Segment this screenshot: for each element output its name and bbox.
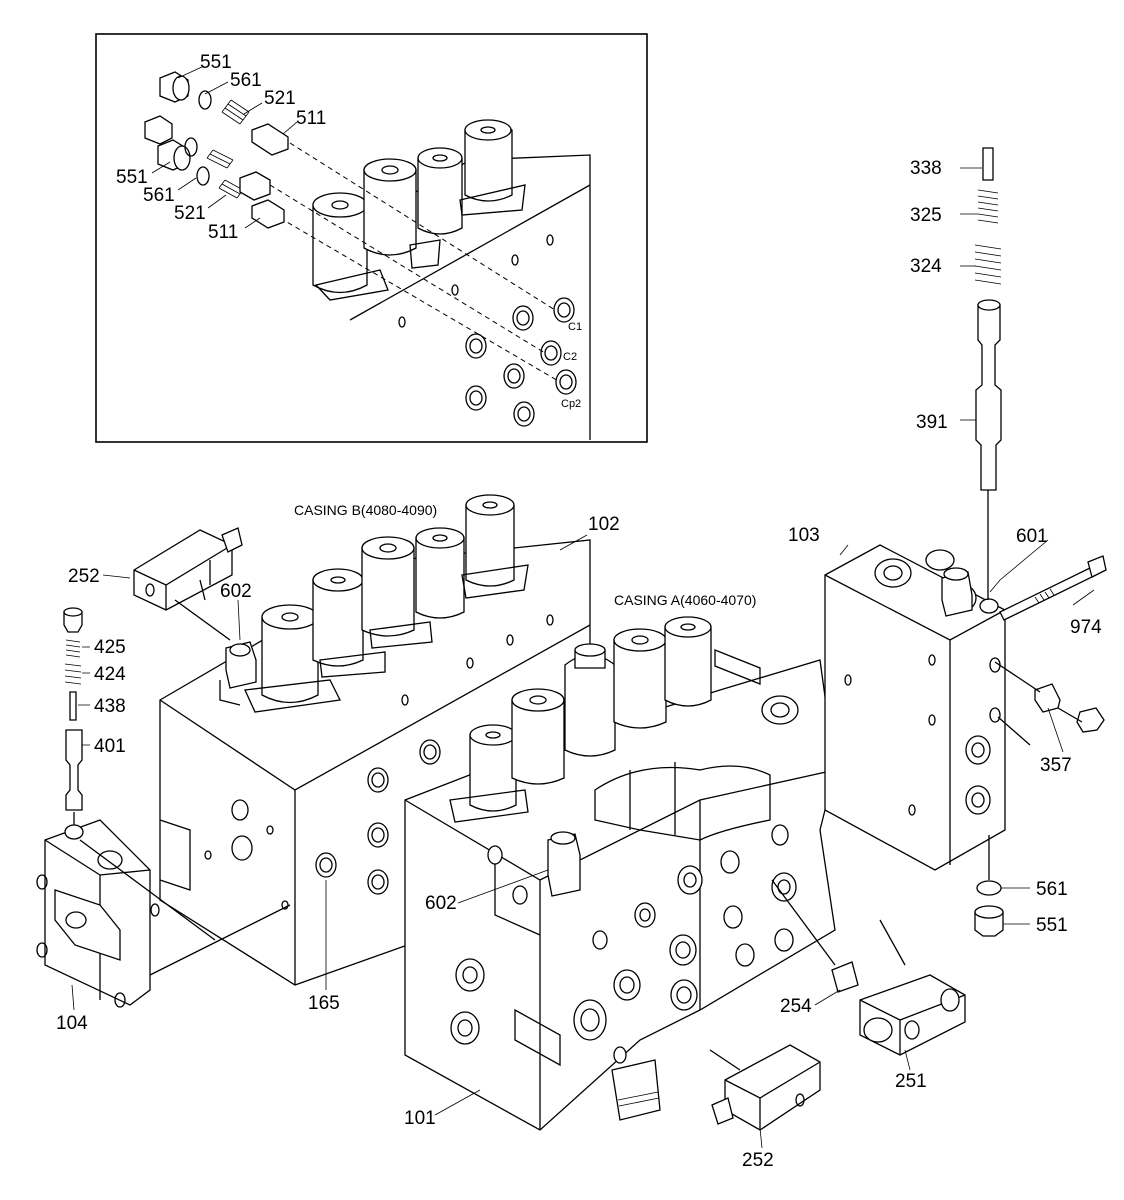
block-103	[824, 544, 1006, 871]
inset-label-551-a: 551	[200, 52, 232, 73]
port-label-cp2: Cp2	[561, 398, 581, 410]
casing-b-solenoid-5	[461, 494, 529, 599]
casing-a-solenoid-2	[511, 688, 565, 785]
port-label-c2: C2	[563, 351, 577, 363]
inset-label-511-a: 511	[296, 108, 326, 129]
bottom-parts	[709, 879, 966, 1131]
left-parts	[36, 527, 291, 1008]
caption-casing-b: CASING B(4080-4090)	[294, 502, 437, 518]
label-602-mid: 602	[425, 893, 457, 914]
label-104: 104	[56, 1013, 88, 1034]
label-974: 974	[1070, 617, 1102, 638]
label-254: 254	[780, 996, 812, 1017]
fitting-601	[941, 567, 973, 617]
fitting-602-lower	[547, 831, 581, 897]
label-252-bottom: 252	[742, 1150, 774, 1171]
inset-solenoid-2	[363, 158, 417, 256]
port-label-c1: C1	[568, 321, 582, 333]
inset-solenoid-1	[312, 192, 368, 294]
spool-stack	[941, 147, 1107, 937]
label-165: 165	[308, 993, 340, 1014]
inset-frame	[95, 33, 648, 443]
casing-b-solenoid-3	[361, 536, 433, 649]
label-438: 438	[94, 696, 126, 717]
inset-label-551-b: 551	[116, 167, 148, 188]
label-561: 561	[1036, 879, 1068, 900]
label-391: 391	[916, 412, 948, 433]
label-338: 338	[910, 158, 942, 179]
label-101: 101	[404, 1108, 436, 1129]
casing-b-solenoid-1	[244, 604, 341, 713]
fitting-602-upper	[225, 641, 257, 689]
label-602-top: 602	[220, 581, 252, 602]
inset-label-521-b: 521	[174, 203, 206, 224]
casing-a-solenoid-3	[564, 643, 616, 757]
casing-a-solenoid-1	[449, 724, 529, 823]
casing-b-solenoid-4	[415, 527, 465, 619]
inset-lower-parts	[144, 115, 285, 229]
casing-b-solenoid-2	[312, 568, 386, 678]
label-102: 102	[588, 514, 620, 535]
inset-detail: 551 561 521 511 551 561 521 511 C1 C2 Cp…	[95, 33, 648, 443]
inset-label-561-b: 561	[143, 185, 175, 206]
inset-label-511-b: 511	[208, 222, 238, 243]
label-424: 424	[94, 664, 126, 685]
casing-a-solenoid-5	[664, 616, 712, 707]
inset-label-561-a: 561	[230, 70, 262, 91]
inset-solenoid-4	[464, 119, 513, 202]
label-357: 357	[1040, 755, 1072, 776]
label-103: 103	[788, 525, 820, 546]
label-551: 551	[1036, 915, 1068, 936]
label-325: 325	[910, 205, 942, 226]
leader-lines	[71, 167, 1095, 1149]
inset-label-521-a: 521	[264, 88, 296, 109]
label-401: 401	[94, 736, 126, 757]
casing-a-solenoid-4	[613, 628, 667, 729]
inset-solenoid-3	[417, 147, 463, 235]
label-252-top: 252	[68, 566, 100, 587]
inset-upper-parts	[159, 71, 289, 156]
caption-casing-a: CASING A(4060-4070)	[614, 592, 756, 608]
label-251: 251	[895, 1071, 927, 1092]
label-601: 601	[1016, 526, 1048, 547]
casing-a-block	[404, 616, 836, 1131]
inset-port-rings	[398, 234, 577, 427]
label-425: 425	[94, 637, 126, 658]
label-324: 324	[910, 256, 942, 277]
